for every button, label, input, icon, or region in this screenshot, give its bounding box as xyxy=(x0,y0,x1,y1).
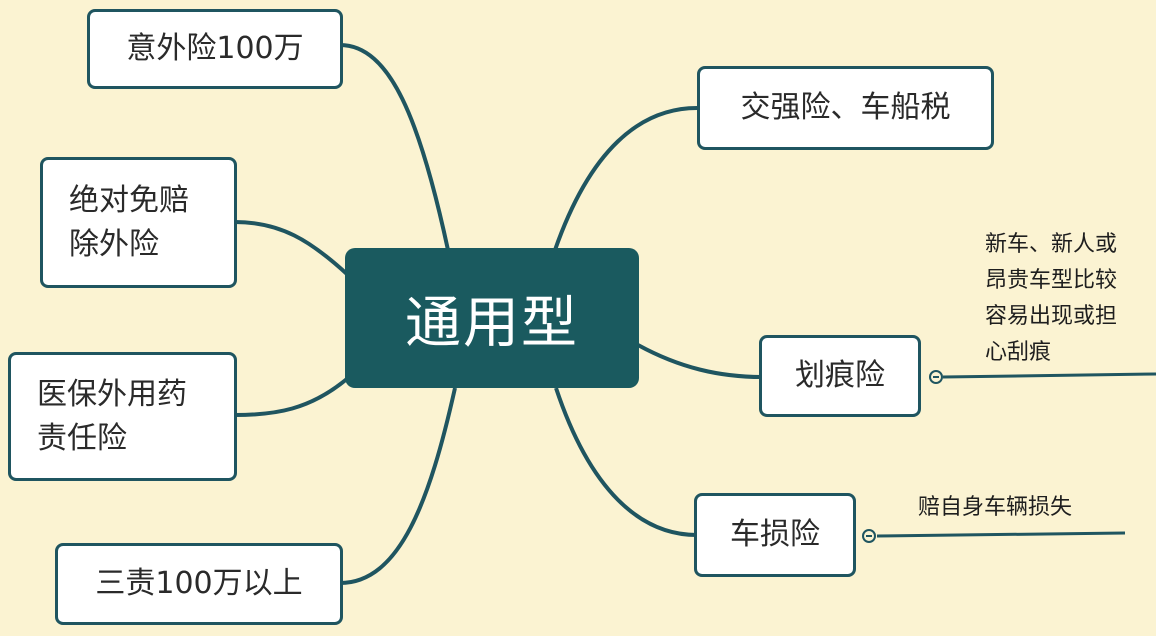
topic-label: 三责100万以上 xyxy=(95,566,303,601)
topic-third-party-liability[interactable]: 三责100万以上 xyxy=(55,543,343,625)
connector-left-1 xyxy=(339,43,450,251)
note-line: 新车、新人或 xyxy=(985,232,1118,257)
topic-non-insured-drug[interactable]: 医保外用药 责任险 xyxy=(8,352,237,481)
topic-label: 交强险、车船税 xyxy=(740,90,951,125)
note-line: 容易出现或担 xyxy=(985,304,1118,329)
connector-note-damage xyxy=(876,531,1126,538)
topic-label-line: 责任险 xyxy=(37,420,127,456)
note-line: 昂贵车型比较 xyxy=(985,268,1118,293)
central-topic-label: 通用型 xyxy=(405,290,579,356)
topic-label: 划痕险 xyxy=(795,358,885,393)
topic-deductible-exclusion[interactable]: 绝对免赔 除外险 xyxy=(40,157,237,288)
scratch-insurance-note: 新车、新人或 昂贵车型比较 容易出现或担 心刮痕 xyxy=(985,227,1117,371)
topic-label: 车损险 xyxy=(730,517,820,552)
topic-vehicle-damage-insurance[interactable]: 车损险 xyxy=(694,493,856,577)
topic-scratch-insurance[interactable]: 划痕险 xyxy=(759,335,921,417)
connector-right-3 xyxy=(554,387,698,537)
topic-accident-insurance[interactable]: 意外险100万 xyxy=(87,9,343,89)
connector-note-scratch xyxy=(942,372,1156,379)
topic-label-line: 除外险 xyxy=(69,226,159,262)
central-topic[interactable]: 通用型 xyxy=(345,248,639,388)
connector-left-4 xyxy=(339,387,457,585)
collapse-toggle-icon[interactable] xyxy=(862,529,876,543)
note-line: 赔自身车辆损失 xyxy=(918,495,1073,520)
collapse-toggle-icon[interactable] xyxy=(929,370,943,384)
topic-compulsory-insurance-tax[interactable]: 交强险、车船税 xyxy=(697,66,994,150)
vehicle-damage-note: 赔自身车辆损失 xyxy=(918,490,1072,526)
topic-label-line: 绝对免赔 xyxy=(69,182,189,218)
topic-label: 意外险100万 xyxy=(126,31,304,66)
note-line: 心刮痕 xyxy=(985,340,1052,365)
connector-right-2 xyxy=(637,343,763,379)
connector-left-2 xyxy=(234,220,350,277)
connector-left-3 xyxy=(234,376,350,417)
topic-label-line: 医保外用药 xyxy=(37,376,187,412)
connector-right-1 xyxy=(553,106,698,251)
